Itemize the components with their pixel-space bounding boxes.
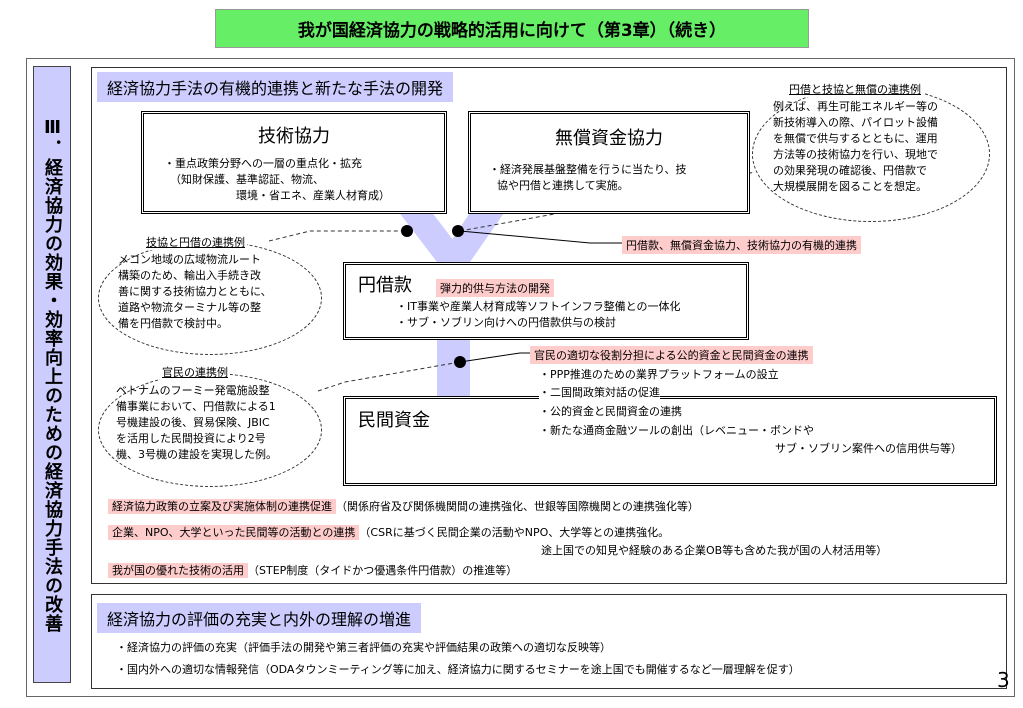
- dot-gikyo: [401, 225, 413, 237]
- minkan-line4: ・新たな通商金融ツールの創出（レベニュー・ボンドや: [539, 424, 814, 437]
- leader-kanmin: [317, 361, 461, 392]
- organic-label: 円借款、無償資金協力、技術協力の有機的連携: [622, 236, 861, 254]
- ex-gikyo-line: 道路や物流ターミナル等の整: [118, 301, 261, 314]
- section1-heading: 経済協力手法の有機的連携と新たな手法の開発: [97, 72, 454, 102]
- yen-title: 円借款: [358, 275, 412, 296]
- ex-kanmin-line: 号機建設の後、貿易保険、JBIC: [116, 416, 270, 429]
- ex-kanmin-line: 備事業において、円借款による1: [116, 400, 276, 413]
- bottom-row-1-text: （関係府省及び関係機関間の連携強化、世銀等国際機関との連携強化等）: [336, 500, 699, 513]
- ex-gikyo-title: 技協と円借の連携例: [144, 234, 247, 250]
- section2-line1: ・経済協力の評価の充実（評価手法の開発や第三者評価の充実や評価結果の政策への適切…: [116, 641, 611, 654]
- ex-yen-musho-title: 円借と技協と無償の連携例: [787, 81, 923, 97]
- ex-kanmin-text: ベトナムのフーミー発電施設整 備事業において、円借款による1 号機建設の後、貿易…: [116, 383, 316, 463]
- ex-gikyo-line: メコン地域の広域物流ルート: [118, 253, 261, 266]
- musho-title: 無償資金協力: [555, 128, 663, 149]
- ex-kanmin-title: 官民の連携例: [160, 364, 230, 380]
- side-label: Ⅲ．経済協力の効果・効率向上のための経済協力手法の改善: [33, 66, 71, 683]
- gijutsu-line2: （知財保護、基準認証、物流、: [170, 173, 324, 186]
- yen-line2: ・サブ・ソブリン向けへの円借款供与の検討: [396, 316, 616, 329]
- section2-heading: 経済協力の評価の充実と内外の理解の増進: [97, 603, 422, 633]
- ex-yen-musho-line: 例えば、再生可能エネルギー等の: [773, 100, 938, 113]
- box-yen: 円借款 弾力的供与方法の開発 ・IT事業や産業人材育成等ソフトインフラ整備との一…: [343, 262, 749, 340]
- kanmin-label: 官民の適切な役割分担による公的資金と民間資金の連携: [530, 346, 813, 364]
- ex-gikyo-line: 構築のため、輸出入手続き改: [118, 269, 261, 282]
- ex-yen-musho-line: 大規模展開を図ることを想定。: [773, 180, 927, 193]
- leader-organic: [459, 230, 622, 244]
- ex-kanmin-line: を活用した民間投資により2号: [116, 432, 266, 445]
- bubble-kanmin: [98, 373, 322, 487]
- bottom-row-1: 経済協力政策の立案及び実施体制の連携促進（関係府省及び関係機関間の連携強化、世銀…: [108, 498, 699, 514]
- bottom-row-3: 我が国の優れた技術の活用（STEP制度（タイドかつ優遇条件円借款）の推進等）: [108, 562, 517, 578]
- musho-line1: ・経済発展基盤整備を行うに当たり、技: [489, 163, 687, 176]
- minkan-line5: サブ・ソブリン案件への信用供与等）: [775, 442, 962, 455]
- bottom-row-2-text2: 途上国での知見や経験のある企業OB等も含めた我が国の人材活用等）: [541, 544, 888, 557]
- bottom-row-2-label: 企業、NPO、大学といった民間等の活動との連携: [108, 525, 360, 540]
- box-musho: 無償資金協力 ・経済発展基盤整備を行うに当たり、技 協や円借と連携して実施。: [468, 111, 750, 214]
- section2-line2: ・国内外への適切な情報発信（ODAタウンミーティング等に加え、経済協力に関するセ…: [116, 663, 800, 676]
- gijutsu-title: 技術協力: [258, 126, 330, 147]
- bottom-row-1-label: 経済協力政策の立案及び実施体制の連携促進: [108, 499, 336, 514]
- minkan-title: 民間資金: [358, 410, 430, 431]
- bubble-gikyo: [98, 241, 322, 355]
- ex-kanmin-line: 機、3号機の建設を実現した例。: [116, 448, 277, 461]
- ex-gikyo-text: メコン地域の広域物流ルート 構築のため、輸出入手続き改 善に関する技術協力ととも…: [118, 252, 313, 332]
- dot-musho: [452, 225, 464, 237]
- yen-line1: ・IT事業や産業人材育成等ソフトインフラ整備との一体化: [396, 300, 681, 313]
- ex-yen-musho-line: 新技術導入の際、パイロット設備: [773, 116, 938, 129]
- box-minkan: 民間資金: [343, 396, 997, 486]
- bubble-yen-musho: [752, 86, 990, 222]
- minkan-line3: ・公的資金と民間資金の連携: [539, 405, 682, 418]
- minkan-line1: ・PPP推進のための業界プラットフォームの設立: [539, 367, 779, 383]
- ex-yen-musho-text: 例えば、再生可能エネルギー等の 新技術導入の際、パイロット設備 を無償で供与する…: [773, 99, 978, 195]
- minkan-line2: ・二国間政策対話の促進: [539, 385, 660, 401]
- leader-gikyo: [268, 230, 407, 242]
- gijutsu-line1: ・重点政策分野への一層の重点化・拡充: [164, 157, 362, 170]
- bottom-row-3-text: （STEP制度（タイドかつ優遇条件円借款）の推進等）: [248, 564, 518, 577]
- bottom-row-3-label: 我が国の優れた技術の活用: [108, 563, 248, 578]
- ex-yen-musho-line: の効果発現の確認後、円借款で: [773, 164, 927, 177]
- page-title: 我が国経済協力の戦略的活用に向けて（第3章）（続き）: [215, 9, 809, 48]
- ex-gikyo-line: 善に関する技術協力とともに、: [118, 285, 272, 298]
- gijutsu-line3: 環境・省エネ、産業人材育成）: [236, 189, 390, 202]
- musho-line2: 協や円借と連携して実施。: [497, 179, 629, 192]
- bottom-row-2-text: （CSRに基づく民間企業の活動やNPO、大学等との連携強化。: [359, 526, 670, 539]
- ex-gikyo-line: 備を円借款で検討中。: [118, 317, 228, 330]
- dot-kanmin: [454, 356, 466, 368]
- yen-tag: 弾力的供与方法の開発: [436, 279, 554, 297]
- page-number: 3: [997, 668, 1010, 692]
- ex-kanmin-line: ベトナムのフーミー発電施設整: [116, 384, 270, 397]
- bottom-row-2: 企業、NPO、大学といった民間等の活動との連携（CSRに基づく民間企業の活動やN…: [108, 524, 669, 540]
- ex-yen-musho-line: を無償で供与するとともに、運用: [773, 132, 938, 145]
- leader-kanmin-label: [459, 352, 530, 363]
- ex-yen-musho-line: 方法等の技術協力を行い、現地で: [773, 148, 938, 161]
- box-gijutsu: 技術協力 ・重点政策分野への一層の重点化・拡充 （知財保護、基準認証、物流、 環…: [141, 111, 447, 214]
